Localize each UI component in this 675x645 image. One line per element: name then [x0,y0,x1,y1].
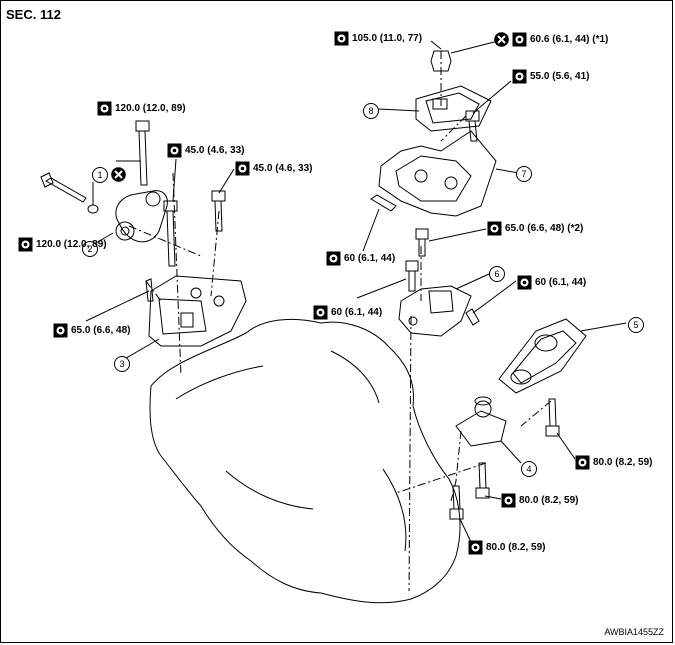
torque-label-3: 45.0 (4.6, 33) [167,141,244,159]
torque-wrench-icon [487,221,502,235]
torque-label-13: 80.0 (8.2, 59) [575,453,652,471]
callout-8: 8 [363,103,379,119]
torque-wrench-icon [517,275,532,289]
torque-label-11: 60 (6.1, 44) [313,303,382,321]
torque-wrench-icon [512,69,527,83]
bracket-3 [148,275,247,347]
torque-wrench-icon [334,31,349,45]
torque-wrench-icon [18,237,33,251]
torque-wrench-icon [313,305,328,319]
torque-wrench-icon [575,455,590,469]
do-not-reuse-icon [494,32,509,47]
torque-label-5: 65.0 (6.6, 48) [53,321,130,339]
torque-label-2: 120.0 (12.0, 89) [18,235,107,253]
torque-wrench-icon [468,540,483,554]
torque-label-15: 80.0 (8.2, 59) [468,538,545,556]
torque-wrench-icon [512,32,527,46]
torque-label-7: 60.6 (6.1, 44) (*1) [512,30,608,48]
torque-label-10: 60 (6.1, 44) [326,249,395,267]
section-label: SEC. 112 [6,7,61,22]
torque-wrench-icon [326,251,341,265]
torque-label-12: 60 (6.1, 44) [517,273,586,291]
torque-label-14: 80.0 (8.2, 59) [501,491,578,509]
callout-1: 1 [92,167,108,183]
do-not-reuse-icon [111,167,126,182]
torque-rod-2 [115,190,168,243]
torque-wrench-icon [53,323,68,337]
torque-label-1: 120.0 (12.0, 89) [97,99,186,117]
torque-label-9: 65.0 (6.6, 48) (*2) [487,219,583,237]
callout-3: 3 [114,356,130,372]
torque-wrench-icon [167,143,182,157]
callout-2: 2 [82,241,98,257]
torque-label-6: 105.0 (11.0, 77) [334,29,422,47]
callout-6: 6 [489,266,505,282]
torque-wrench-icon [501,493,516,507]
mount-insulator-8 [415,85,492,132]
callout-4: 4 [521,461,537,477]
torque-label-4: 45.0 (4.6, 33) [235,159,312,177]
callout-7: 7 [516,166,532,182]
transaxle-outline [149,318,461,604]
torque-label-8: 55.0 (5.6, 41) [512,67,589,85]
torque-wrench-icon [235,161,250,175]
bracket-7 [378,130,497,217]
torque-wrench-icon [97,101,112,115]
figure-code: AWBIA1455ZZ [604,627,664,637]
bracket-6 [398,285,472,337]
callout-5: 5 [628,317,644,333]
rear-mount-5 [498,318,587,394]
